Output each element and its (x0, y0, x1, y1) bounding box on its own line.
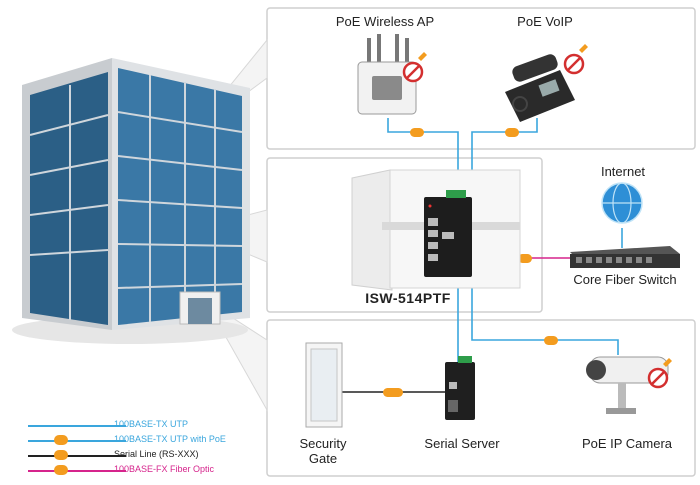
wireless-ap-label: PoE Wireless AP (335, 14, 435, 29)
voip-label: PoE VoIP (517, 14, 573, 29)
legend-tag (54, 435, 68, 445)
wireless-ap-icon (357, 34, 417, 115)
legend-line (28, 425, 126, 427)
legend-label: 100BASE-FX Fiber Optic (114, 464, 215, 474)
serial-server-label: Serial Server (424, 436, 500, 451)
core-fiber-switch-icon (570, 246, 680, 268)
cable-voip-switch (471, 118, 538, 198)
isw-514ptf-switch-icon (424, 190, 472, 277)
ip-camera-label: PoE IP Camera (581, 436, 673, 451)
cable-tag (383, 388, 403, 397)
legend-line (28, 440, 126, 442)
security-gate-icon (305, 342, 343, 428)
legend-label: Serial Line (RS-XXX) (114, 449, 199, 459)
no-power-icon (402, 52, 427, 83)
cable-tag (410, 128, 424, 137)
legend-tag (54, 465, 68, 475)
cable-tag (518, 254, 532, 263)
legend: 100BASE-TX UTP 100BASE-TX UTP with PoE S… (28, 418, 248, 478)
legend-line (28, 455, 126, 457)
legend-label: 100BASE-TX UTP with PoE (114, 434, 226, 444)
office-building (12, 58, 250, 344)
isw-514ptf-label: ISW-514PTF (365, 290, 451, 306)
legend-item: 100BASE-TX UTP with PoE (28, 433, 248, 448)
cable-tag (505, 128, 519, 137)
voip-phone-icon (505, 54, 575, 122)
legend-item: 100BASE-FX Fiber Optic (28, 463, 248, 478)
legend-item: Serial Line (RS-XXX) (28, 448, 248, 463)
legend-item: 100BASE-TX UTP (28, 418, 248, 433)
serial-server-icon (445, 356, 475, 420)
core-fiber-switch-label: Core Fiber Switch (573, 272, 677, 287)
security-gate-label-line1: Security (299, 436, 347, 451)
internet-globe-icon (601, 182, 643, 224)
cable-tag (544, 336, 558, 345)
no-power-icon (563, 44, 588, 75)
internet-label: Internet (600, 164, 646, 179)
legend-line (28, 470, 126, 472)
no-power-icon (647, 358, 672, 389)
top-panel (266, 7, 696, 150)
security-gate-label-line2: Gate (308, 451, 338, 466)
legend-label: 100BASE-TX UTP (114, 419, 189, 429)
legend-tag (54, 450, 68, 460)
